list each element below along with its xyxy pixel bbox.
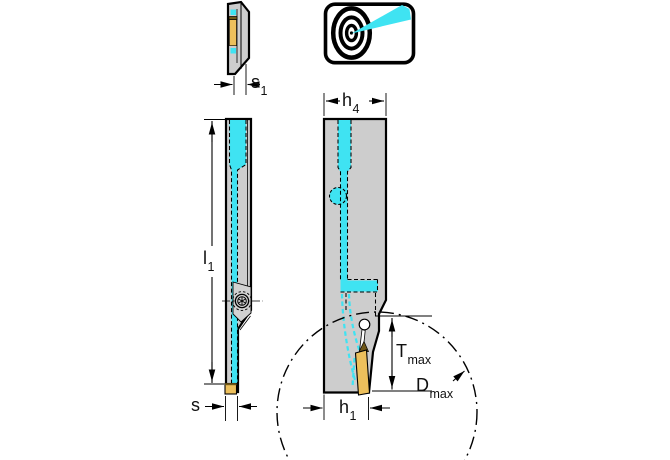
dim-label-dmax: Dmax [416,375,454,401]
dimension-tmax [372,315,432,392]
target-ring-inner [344,23,359,43]
dim-label-h4: h4 [342,90,360,116]
coolant-inlet-hole [328,186,348,206]
coolant-feed-line-2 [347,293,364,358]
precision-coolant-icon [323,2,416,65]
blade-side-view [204,117,263,421]
dim-label-s1: s1 [251,72,268,98]
blade-section-insert [229,19,237,47]
dimension-s1 [214,64,260,95]
coolant-port-upper [230,9,236,15]
clamp-relief-hole [358,318,371,331]
dimension-h4 [323,93,387,116]
target-center-dot [349,31,354,35]
coolant-feed-line-1 [340,293,357,381]
coolant-feed-line-3 [351,357,356,388]
front-view-insert [354,349,371,396]
dimension-h1 [303,394,390,420]
coolant-jet-beam [351,5,411,34]
front-coolant-duct [338,120,378,292]
torx-icon [238,296,246,306]
dim-label-l1: l1 [203,248,215,274]
dimension-s [205,396,257,421]
workpiece-dmax-circle [276,311,478,460]
target-ring-outer [330,6,373,60]
target-ring-middle [338,15,365,51]
coolant-port-lower [230,48,236,54]
side-coolant-duct [229,120,246,383]
blade-section-shim [228,16,238,21]
dmax-leader-arrow [452,370,465,382]
holder-front-view [303,93,465,420]
dim-label-s: s [191,395,200,415]
dimension-l1 [204,119,225,385]
front-view-body [322,117,388,394]
dim-label-h1: h1 [339,397,357,423]
clamp-screw [222,291,263,311]
dim-label-tmax: Tmax [396,341,432,367]
blade-cross-section-view [214,0,260,95]
